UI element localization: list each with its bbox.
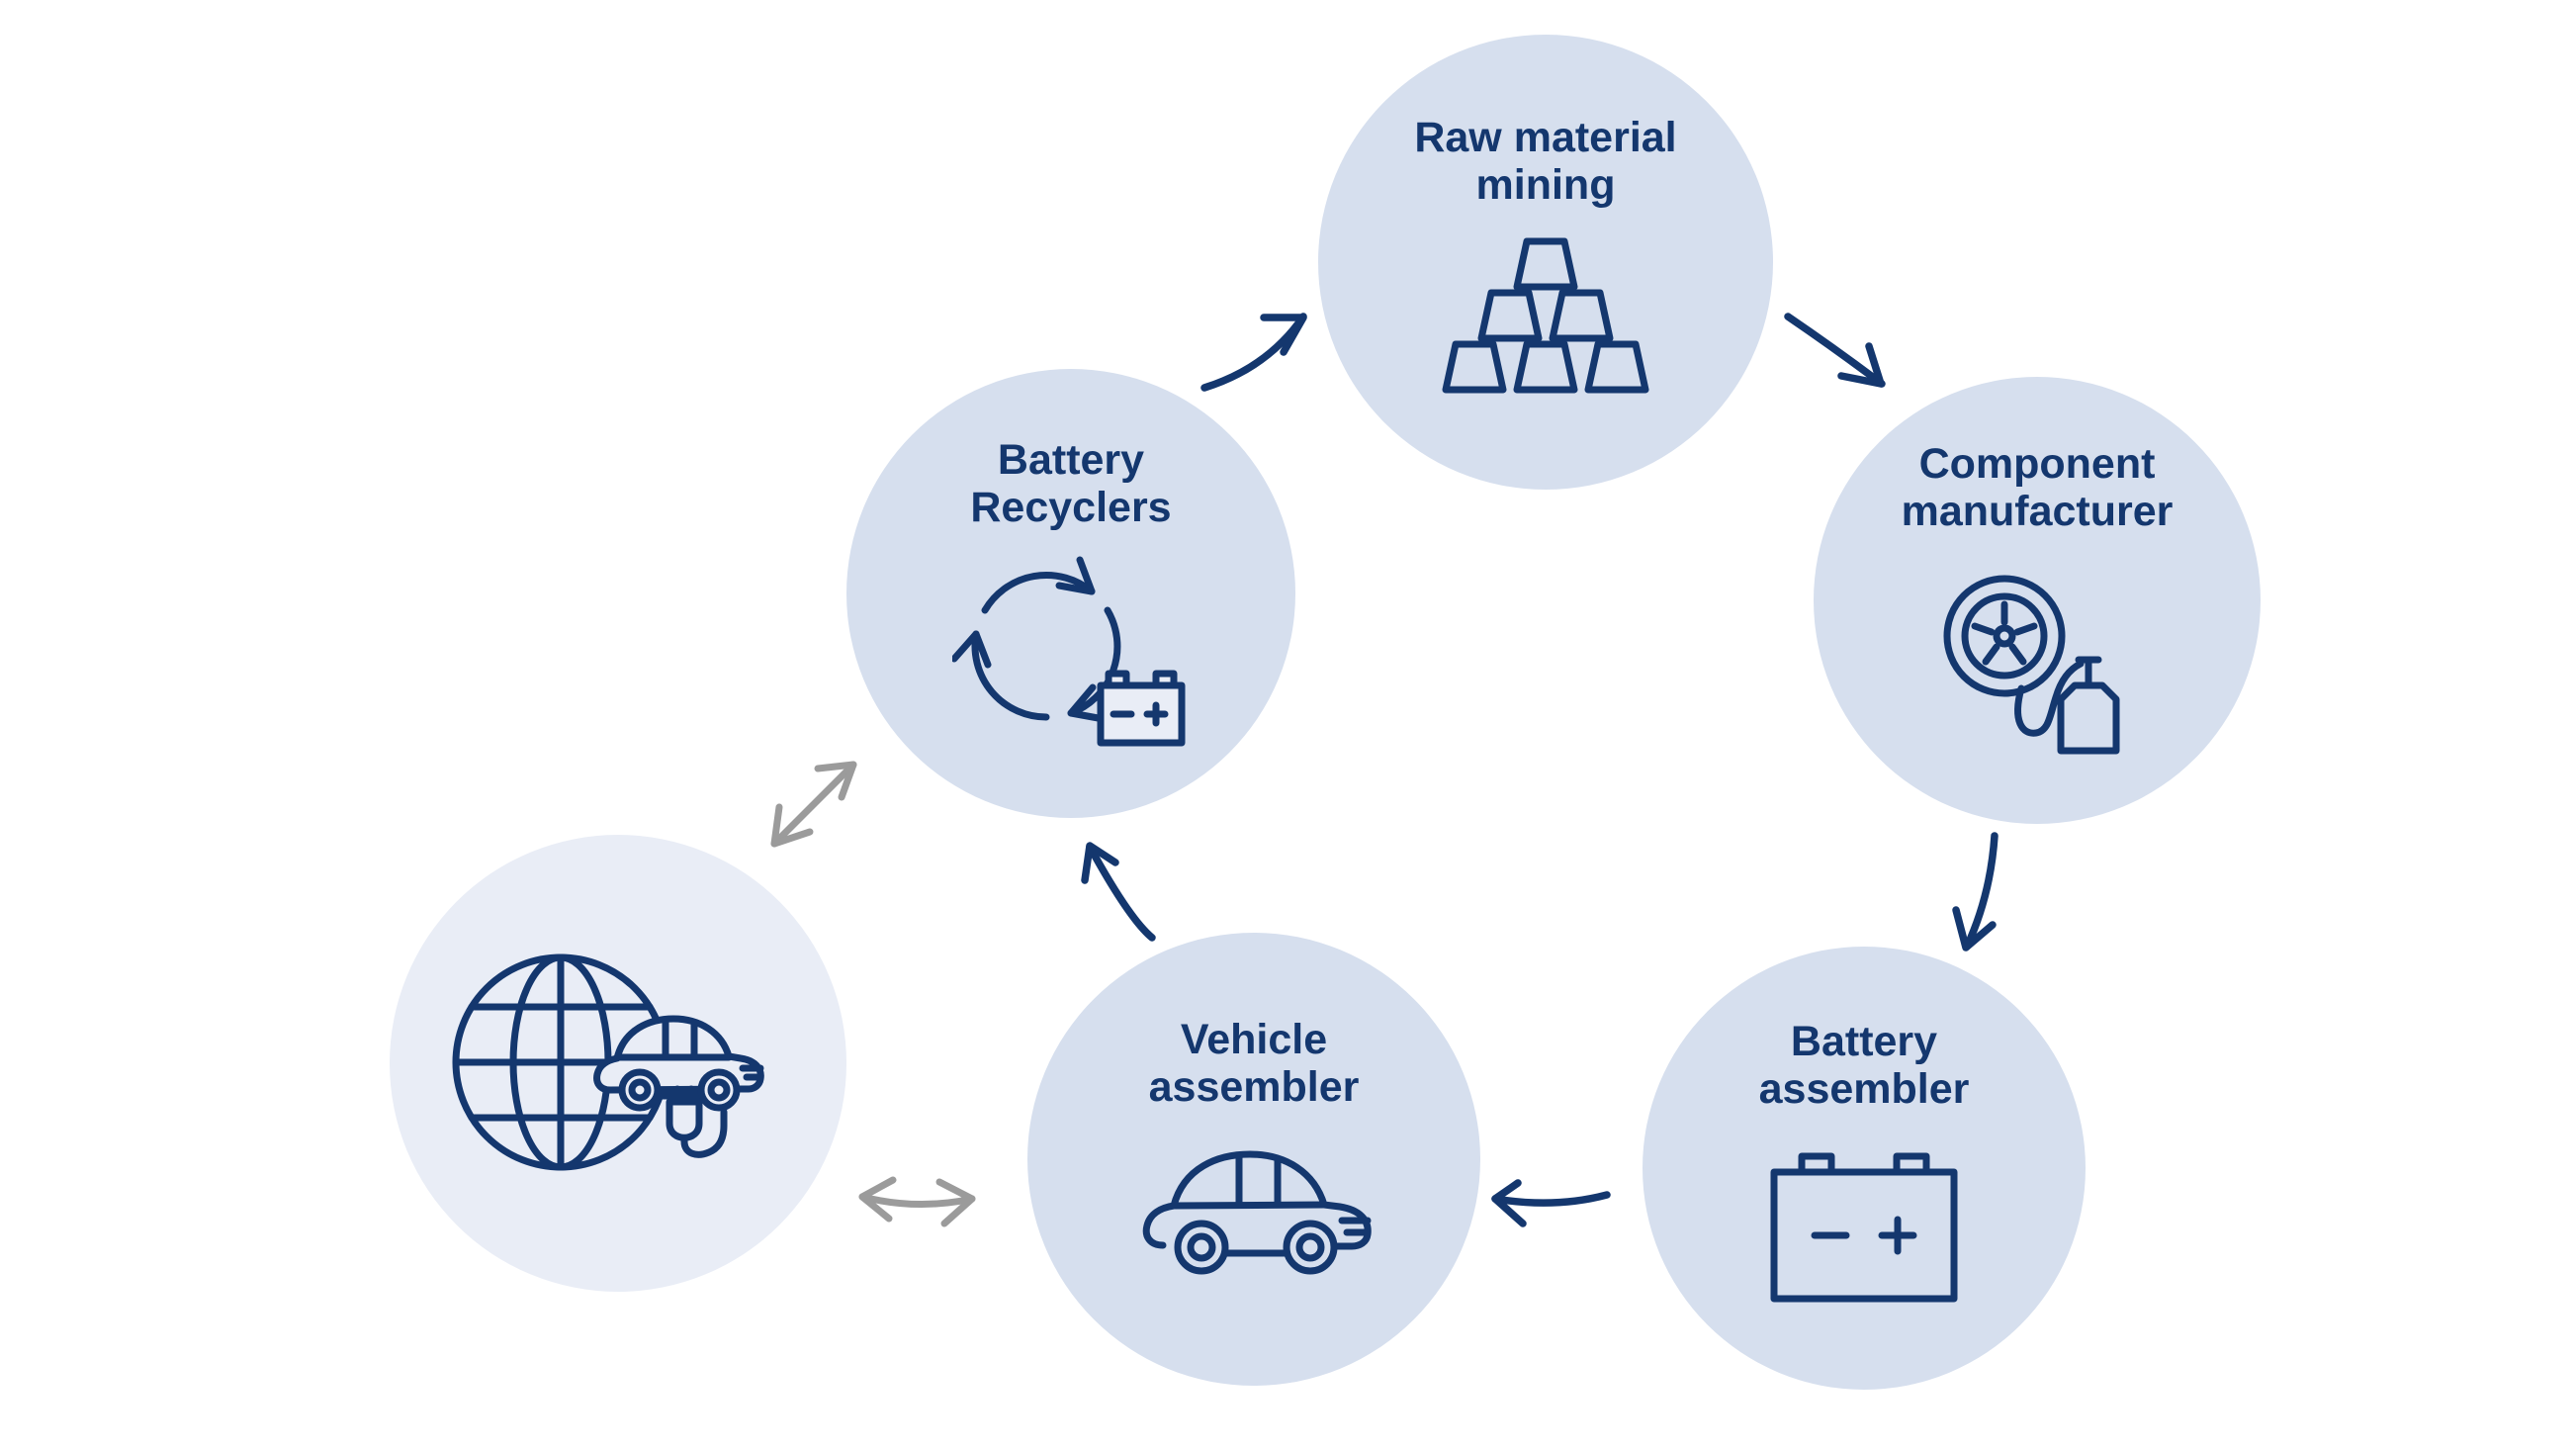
label-line-2: assembler	[1148, 1063, 1360, 1112]
arrow-battery-assembler-to-vehicle	[1491, 1179, 1611, 1227]
node-label: Vehicle assembler	[1027, 1016, 1480, 1111]
label-line-2: assembler	[1758, 1065, 1970, 1114]
label-line-2: Recyclers	[970, 484, 1172, 532]
wheel-and-canister-icon	[1943, 575, 2120, 755]
label-line-1: Battery	[997, 436, 1145, 484]
arrow-component-to-battery-assembler	[1952, 832, 1999, 952]
car-icon	[1142, 1150, 1372, 1275]
battery-icon	[1770, 1152, 1958, 1303]
node-label: Component manufacturer	[1814, 440, 2261, 535]
node-label: Battery assembler	[1643, 1018, 2086, 1113]
node-label: Raw material mining	[1318, 114, 1773, 209]
label-line-2: mining	[1475, 161, 1616, 210]
arrow-recyclers-to-mining	[1200, 313, 1307, 392]
double-arrow-globe-recyclers	[770, 761, 857, 848]
node-raw-material-mining: Raw material mining	[1318, 35, 1773, 490]
node-battery-assembler: Battery assembler	[1643, 947, 2086, 1390]
battery-recycling-icon	[952, 556, 1186, 747]
arrow-mining-to-component	[1784, 313, 1886, 388]
label-line-1: Component	[1918, 440, 2156, 488]
globe-ev-icon	[452, 953, 764, 1171]
node-global-ev-use	[390, 835, 846, 1292]
label-line-1: Raw material	[1414, 114, 1677, 161]
node-label: Battery Recyclers	[846, 436, 1295, 531]
label-line-1: Battery	[1790, 1018, 1938, 1065]
label-line-1: Vehicle	[1180, 1016, 1328, 1063]
node-vehicle-assembler: Vehicle assembler	[1027, 933, 1480, 1386]
node-component-manufacturer: Component manufacturer	[1814, 377, 2261, 824]
double-arrow-globe-vehicle	[858, 1176, 976, 1227]
ingots-icon	[1442, 237, 1649, 394]
label-line-2: manufacturer	[1901, 488, 2174, 536]
node-battery-recyclers: Battery Recyclers	[846, 369, 1295, 818]
arrow-vehicle-to-recyclers	[1081, 842, 1156, 942]
